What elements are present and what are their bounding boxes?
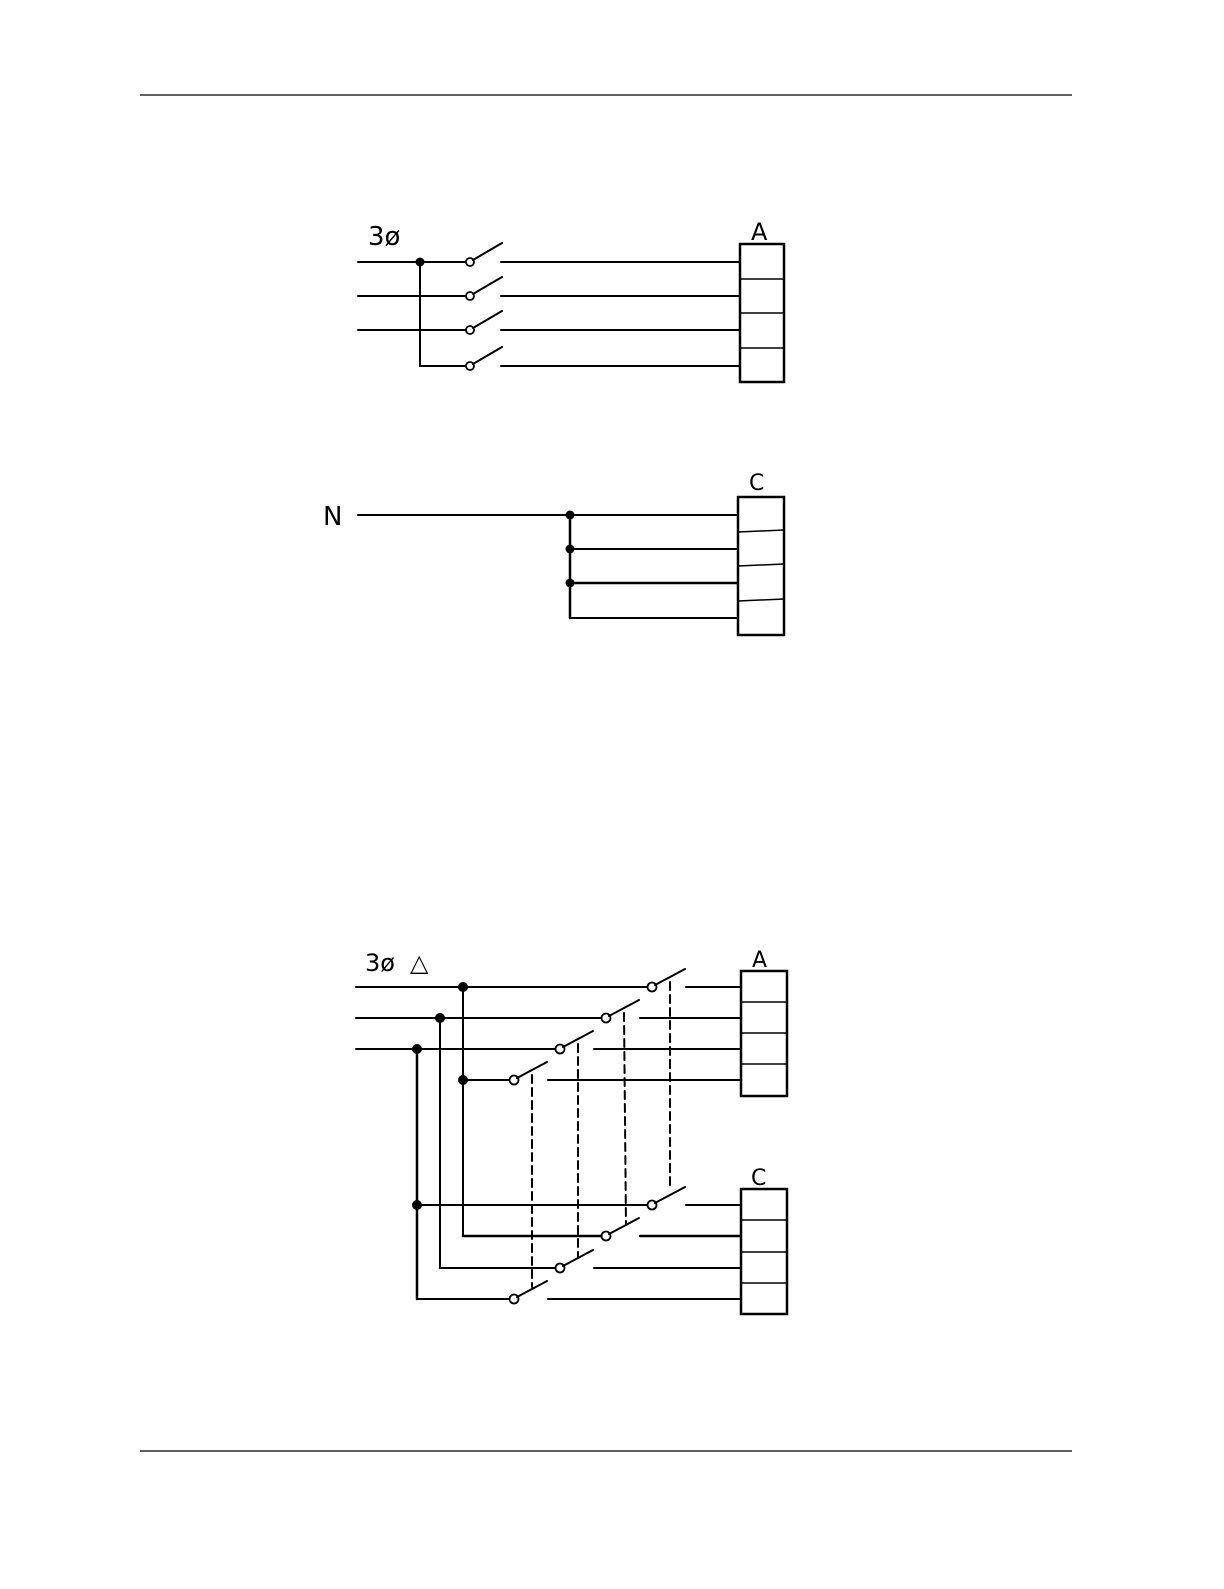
switch-upper-1 <box>648 969 686 992</box>
switch-1 <box>466 243 502 266</box>
switch-lower-2 <box>602 1218 640 1241</box>
terminal-block-c <box>738 497 784 635</box>
junction-dot <box>566 579 575 588</box>
supply-label-3phase: 3ø <box>368 222 400 252</box>
switch-2 <box>466 277 502 300</box>
switch-upper-4 <box>510 1062 548 1085</box>
switch-lower-1 <box>648 1187 686 1210</box>
switch-4 <box>466 347 502 370</box>
junction-dot <box>435 1013 445 1023</box>
diagram-2-neutral-to-terminal-c: N C <box>323 471 784 635</box>
switch-upper-2 <box>602 1000 640 1023</box>
switch-3 <box>466 311 502 334</box>
switch-upper-3 <box>556 1031 594 1054</box>
supply-label-3phase-delta: 3ø <box>365 949 395 977</box>
terminal-block-c <box>741 1189 787 1314</box>
junction-dot <box>566 511 575 520</box>
diagram-3-delta-transfer-switch: 3ø △ <box>356 948 787 1314</box>
terminal-label-a: A <box>752 948 767 973</box>
supply-label-neutral: N <box>323 502 342 532</box>
delta-symbol: △ <box>410 949 429 977</box>
switch-lower-4 <box>510 1281 548 1304</box>
junction-dot <box>566 545 575 554</box>
mechanical-link-2 <box>624 1013 626 1225</box>
junction-dot <box>458 982 468 992</box>
switch-lower-3 <box>556 1250 594 1273</box>
terminal-label-a: A <box>751 218 768 246</box>
terminal-label-c: C <box>751 1166 766 1191</box>
junction-dot <box>416 258 425 267</box>
junction-dot <box>458 1075 468 1085</box>
junction-dot <box>412 1200 422 1210</box>
diagram-1-three-phase-to-terminal-a: 3ø <box>358 218 784 382</box>
terminal-label-c: C <box>749 471 764 496</box>
terminal-block-a <box>741 971 787 1096</box>
terminal-block-a <box>740 244 784 382</box>
junction-dot <box>412 1044 422 1054</box>
